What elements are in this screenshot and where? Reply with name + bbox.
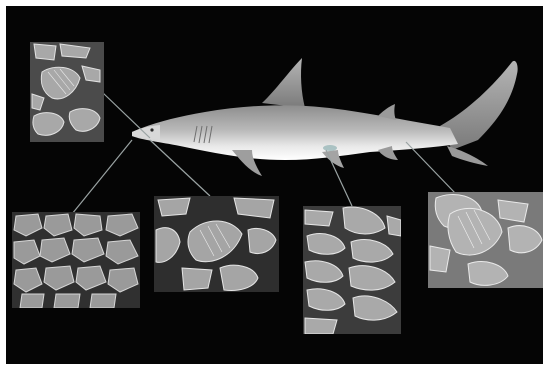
scale-texture-5 <box>428 192 543 288</box>
tail-lower-lobe <box>447 146 488 166</box>
scale-inset-1 <box>30 42 104 142</box>
shark-body <box>132 105 458 160</box>
snout <box>132 125 160 140</box>
eye <box>150 128 153 131</box>
dorsal-fin <box>262 58 305 108</box>
scale-texture-4 <box>303 206 401 334</box>
scale-texture-3 <box>154 196 279 292</box>
scale-inset-2 <box>12 212 140 308</box>
scale-inset-4 <box>303 206 401 334</box>
scale-inset-5 <box>428 192 543 288</box>
scale-texture-1 <box>30 42 104 142</box>
highlight <box>323 145 337 151</box>
scale-texture-2 <box>12 212 140 308</box>
scale-inset-3 <box>154 196 279 292</box>
